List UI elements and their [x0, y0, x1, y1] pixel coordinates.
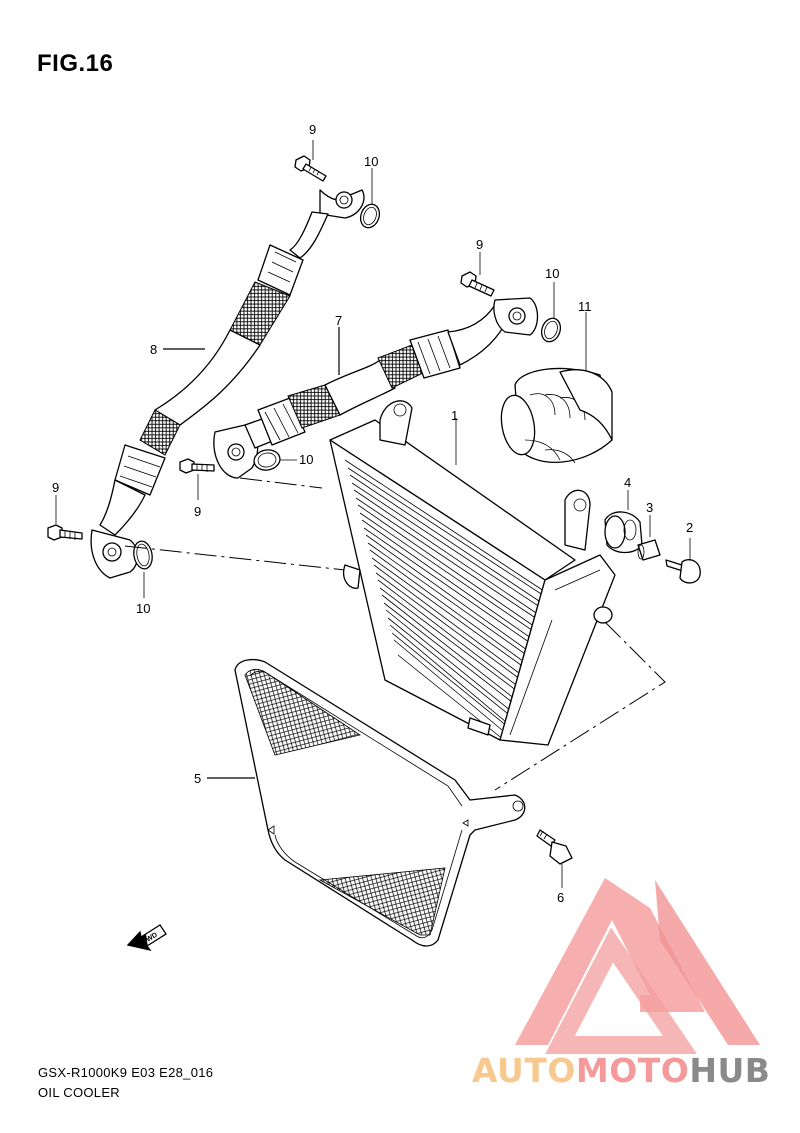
oil-hose-8 [90, 189, 365, 579]
bolt-6 [536, 829, 573, 888]
callout-6: 6 [557, 890, 564, 905]
diagram-code: GSX-R1000K9 E03 E28_016 [38, 1065, 214, 1080]
oil-filter-11 [500, 312, 613, 464]
callout-10-middle: 10 [299, 452, 313, 467]
callout-4: 4 [624, 475, 631, 490]
bolt-9-middle [179, 458, 215, 500]
callout-9-middle: 9 [194, 504, 201, 519]
o-ring-10-right [540, 282, 562, 343]
callout-9-upper-right: 9 [476, 237, 483, 252]
watermark-auto: AUTO [472, 1051, 576, 1090]
watermark-hub: HUB [689, 1051, 770, 1090]
watermark-logo [515, 878, 760, 1054]
watermark-text: AUTOMOTOHUB [472, 1051, 770, 1090]
o-ring-10-top [359, 168, 381, 229]
callout-3: 3 [646, 500, 653, 515]
grommet-4 [604, 490, 643, 554]
callout-9-top: 9 [309, 122, 316, 137]
oil-cooler-1 [329, 400, 616, 746]
watermark-moto: MOTO [576, 1051, 689, 1090]
alignment-line-middle [239, 477, 323, 489]
collar-3 [637, 515, 661, 561]
callout-9-left: 9 [52, 480, 59, 495]
cooler-fins [344, 459, 553, 741]
callout-5: 5 [194, 771, 201, 786]
callout-7: 7 [335, 313, 342, 328]
bolt-9-left [47, 495, 83, 541]
oil-hose-7 [213, 297, 539, 479]
alignment-line-left [124, 545, 346, 571]
figure-title: FIG.16 [37, 50, 114, 77]
callout-10-lower-left: 10 [136, 601, 150, 616]
alignment-line-bracket [494, 621, 666, 791]
callout-1: 1 [451, 408, 458, 423]
bolt-9-upper-right [460, 252, 495, 297]
o-ring-10-lower-left [133, 540, 153, 598]
fwd-arrow-icon: FWD [126, 924, 167, 952]
bolt-9-top [294, 140, 327, 182]
callout-2: 2 [686, 520, 693, 535]
callout-11: 11 [578, 299, 592, 314]
bolt-2 [665, 538, 701, 584]
callout-10-right: 10 [545, 266, 559, 281]
callout-8: 8 [150, 342, 157, 357]
o-ring-10-middle [253, 449, 297, 471]
diagram-name: OIL COOLER [38, 1085, 120, 1100]
diagram-footer: GSX-R1000K9 E03 E28_016 OIL COOLER [38, 1063, 213, 1103]
callout-10-top: 10 [364, 154, 378, 169]
radiator-screen-5 [234, 658, 526, 947]
